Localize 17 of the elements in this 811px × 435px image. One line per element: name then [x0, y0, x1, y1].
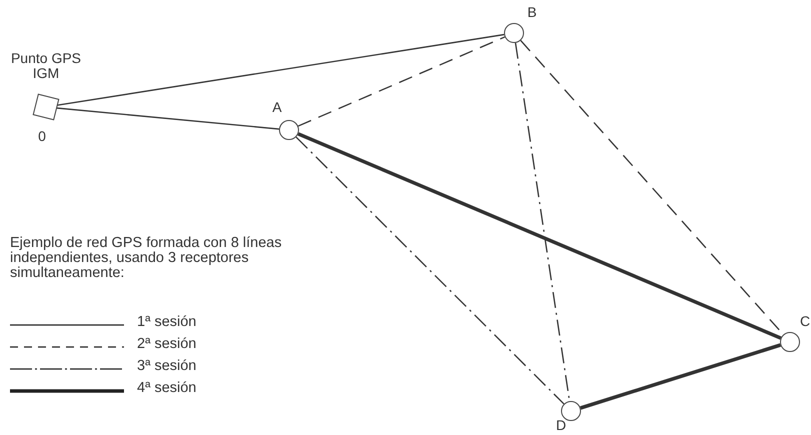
point-label: C: [798, 314, 811, 329]
note: Ejemplo de red GPS formada con 8 líneas independientes, usando 3 receptores simultaneamente:: [10, 236, 283, 281]
point-label: A: [271, 100, 283, 115]
point-label: 0: [37, 129, 47, 144]
point-label: D: [554, 418, 568, 433]
survey-line: [56, 107, 280, 130]
survey-line: [56, 34, 504, 106]
legend-label: 3ª sesión: [137, 359, 196, 374]
survey-line: [298, 36, 506, 127]
survey-line: [298, 132, 782, 340]
legend-label: 4ª sesión: [137, 381, 196, 396]
legend-label: 2ª sesión: [137, 337, 196, 352]
point-name: Punto GPS IGM: [10, 51, 82, 81]
survey-line: [296, 136, 564, 404]
survey-line: [580, 343, 781, 410]
point-label: B: [526, 5, 538, 20]
legend-label: 1ª sesión: [137, 315, 196, 330]
